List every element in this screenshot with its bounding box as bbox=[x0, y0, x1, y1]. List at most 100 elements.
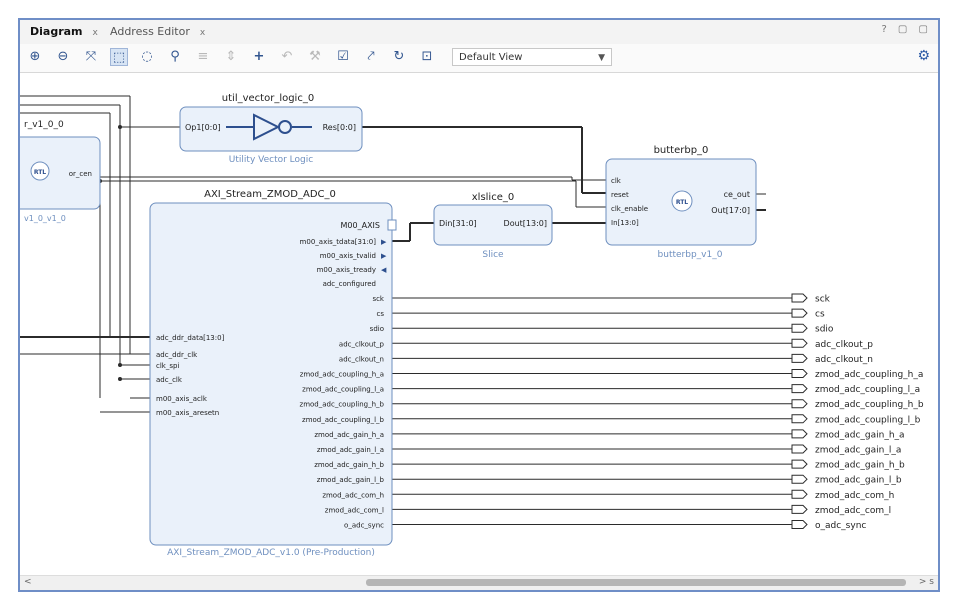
output-port-icon bbox=[791, 459, 808, 469]
scrollbar-thumb[interactable] bbox=[366, 579, 906, 586]
port-adc-clk: adc_clk bbox=[156, 376, 183, 384]
port-adc-clkout-n: adc_clkout_n bbox=[339, 355, 384, 363]
util-out-port: Res[0:0] bbox=[323, 123, 356, 132]
window-controls[interactable]: ? ▢ ▢ bbox=[881, 24, 932, 35]
output-port-icon bbox=[791, 369, 808, 378]
rtl-badge-icon bbox=[30, 161, 50, 181]
fit-selection-icon[interactable]: ◌ bbox=[141, 49, 153, 64]
drc-icon[interactable]: ⊡ bbox=[421, 49, 433, 64]
rtl-badge-icon bbox=[671, 190, 693, 212]
port-m00-axis-tready: m00_axis_tready bbox=[317, 266, 376, 274]
port-adc-configured: adc_configured bbox=[323, 280, 376, 288]
align-icon[interactable]: ≡ bbox=[197, 49, 209, 64]
xlslice-out-port: Dout[13:0] bbox=[504, 219, 547, 228]
external-port-adc-clkout-p[interactable]: adc_clkout_p bbox=[815, 340, 873, 350]
util-vector-logic-subtitle: Utility Vector Logic bbox=[229, 155, 313, 165]
external-port-sdio[interactable]: sdio bbox=[815, 325, 834, 335]
port-m00-axis-tdata-31-0: m00_axis_tdata[31:0] bbox=[300, 238, 377, 246]
block-diagram[interactable]: sck cs sdio adc_clkout_p adc_clkout_n zmod_ad… bbox=[20, 73, 938, 565]
port-m00-axis-aclk: m00_axis_aclk bbox=[156, 395, 208, 403]
ror-block-instance: r_v1_0_0 bbox=[24, 120, 64, 130]
adc-axis-ports: m00_axis_tdata[31:0]▶m00_axis_tvalid▶m00… bbox=[300, 238, 387, 288]
port-in-13-0: In[13:0] bbox=[611, 219, 639, 227]
external-ports[interactable]: sck cs sdio adc_clkout_p adc_clkout_n zmod_ad… bbox=[791, 293, 924, 531]
port-zmod-adc-com-h: zmod_adc_com_h bbox=[322, 491, 384, 499]
external-port-zmod-adc-coupling-l-b[interactable]: zmod_adc_coupling_l_b bbox=[815, 415, 921, 425]
external-port-o-adc-sync[interactable]: o_adc_sync bbox=[815, 521, 866, 531]
view-select[interactable]: Default View ▼ bbox=[452, 48, 612, 66]
view-select-value: Default View bbox=[459, 52, 523, 63]
external-port-cs[interactable]: cs bbox=[815, 310, 825, 320]
xlslice-in-port: Din[31:0] bbox=[439, 219, 477, 228]
ror-block[interactable]: r_v1_0_0 RTL or_cen v1_0_v1_0 bbox=[20, 120, 101, 223]
external-port-sck[interactable]: sck bbox=[815, 295, 831, 305]
port-zmod-adc-coupling-l-b: zmod_adc_coupling_l_b bbox=[302, 416, 385, 424]
add-ip-icon[interactable]: + bbox=[253, 49, 265, 64]
external-port-zmod-adc-gain-h-b[interactable]: zmod_adc_gain_h_b bbox=[815, 461, 905, 471]
external-port-adc-clkout-n[interactable]: adc_clkout_n bbox=[815, 355, 873, 365]
util-vector-logic-instance: util_vector_logic_0 bbox=[222, 93, 314, 104]
port-cs: cs bbox=[377, 310, 385, 318]
adc-output-ports: sckcssdioadc_clkout_padc_clkout_nzmod_ad… bbox=[300, 295, 385, 530]
external-port-zmod-adc-gain-l-a[interactable]: zmod_adc_gain_l_a bbox=[815, 446, 901, 456]
tab-diagram[interactable]: Diagram x bbox=[24, 23, 104, 41]
regenerate-icon[interactable]: ↻ bbox=[393, 49, 405, 64]
undo-icon[interactable]: ↶ bbox=[281, 49, 293, 64]
validate-icon[interactable]: ☑ bbox=[337, 49, 349, 64]
close-icon[interactable]: x bbox=[92, 28, 98, 38]
output-port-icon bbox=[791, 323, 808, 333]
scroll-left-arrow[interactable]: < bbox=[24, 577, 32, 587]
gear-icon[interactable]: ⚙ bbox=[917, 48, 930, 64]
external-port-zmod-adc-gain-l-b[interactable]: zmod_adc_gain_l_b bbox=[815, 476, 902, 486]
output-port-icon bbox=[791, 489, 808, 499]
port-zmod-adc-coupling-h-b: zmod_adc_coupling_h_b bbox=[300, 401, 385, 409]
block-design-canvas[interactable]: sck cs sdio adc_clkout_p adc_clkout_n zmod_ad… bbox=[20, 73, 938, 579]
output-port-icon bbox=[791, 504, 808, 514]
port-ce-out: ce_out bbox=[724, 190, 750, 199]
port-clk-enable: clk_enable bbox=[611, 205, 648, 213]
output-port-icon bbox=[791, 444, 808, 454]
zoom-in-icon[interactable]: ⊕ bbox=[29, 49, 41, 64]
horizontal-scrollbar[interactable]: < > s bbox=[20, 575, 938, 590]
close-icon[interactable]: x bbox=[199, 28, 206, 38]
zoom-out-icon[interactable]: ⊖ bbox=[57, 49, 69, 64]
search-icon[interactable]: ⚲ bbox=[170, 49, 180, 64]
route-icon[interactable]: ⤤ bbox=[367, 49, 375, 64]
tab-diagram-label: Diagram bbox=[30, 25, 83, 38]
util-vector-logic-block[interactable]: util_vector_logic_0 Op1[0:0] Res[0:0] Ut… bbox=[179, 93, 363, 165]
port-zmod-adc-gain-l-a: zmod_adc_gain_l_a bbox=[317, 446, 384, 454]
xlslice-block[interactable]: xlslice_0 Din[31:0] Dout[13:0] Slice bbox=[433, 192, 553, 260]
port-zmod-adc-gain-h-a: zmod_adc_gain_h_a bbox=[314, 431, 384, 439]
port-zmod-adc-coupling-h-a: zmod_adc_coupling_h_a bbox=[300, 371, 384, 379]
external-port-zmod-adc-coupling-h-a[interactable]: zmod_adc_coupling_h_a bbox=[815, 370, 923, 380]
scroll-right-arrow[interactable]: > s bbox=[918, 577, 934, 587]
port-zmod-adc-com-l: zmod_adc_com_l bbox=[325, 506, 384, 514]
port-direction-icon: ◀ bbox=[381, 266, 387, 274]
port-zmod-adc-coupling-l-a: zmod_adc_coupling_l_a bbox=[302, 386, 384, 394]
external-port-zmod-adc-coupling-l-a[interactable]: zmod_adc_coupling_l_a bbox=[815, 385, 920, 395]
external-port-zmod-adc-coupling-h-b[interactable]: zmod_adc_coupling_h_b bbox=[815, 400, 924, 410]
output-port-icon bbox=[791, 308, 808, 318]
output-port-icon bbox=[791, 293, 808, 303]
port-m00-axis-tvalid: m00_axis_tvalid bbox=[320, 252, 376, 260]
port-m00-axis-aresetn: m00_axis_aresetn bbox=[156, 409, 219, 417]
adc-axis-group: M00_AXIS bbox=[341, 221, 380, 230]
zoom-fit-icon[interactable]: ⤧ bbox=[85, 49, 97, 64]
ror-out-port: or_cen bbox=[69, 170, 92, 178]
output-port-icon bbox=[791, 474, 808, 484]
wrench-icon[interactable]: ⚒ bbox=[309, 49, 321, 64]
butterbp-subtitle: butterbp_v1_0 bbox=[658, 250, 723, 260]
external-port-zmod-adc-com-l[interactable]: zmod_adc_com_l bbox=[815, 506, 891, 516]
select-area-icon[interactable]: ⬚ bbox=[110, 48, 128, 66]
external-port-zmod-adc-gain-h-a[interactable]: zmod_adc_gain_h_a bbox=[815, 430, 905, 440]
expand-icon[interactable]: ⇕ bbox=[225, 49, 237, 64]
chevron-down-icon: ▼ bbox=[598, 53, 605, 63]
port-clk-spi: clk_spi bbox=[156, 362, 179, 370]
xlslice-subtitle: Slice bbox=[482, 250, 504, 260]
adc-block[interactable]: AXI_Stream_ZMOD_ADC_0 M00_AXIS m00_axis_… bbox=[149, 189, 397, 558]
external-port-zmod-adc-com-h[interactable]: zmod_adc_com_h bbox=[815, 491, 894, 501]
port-o-adc-sync: o_adc_sync bbox=[344, 522, 384, 530]
